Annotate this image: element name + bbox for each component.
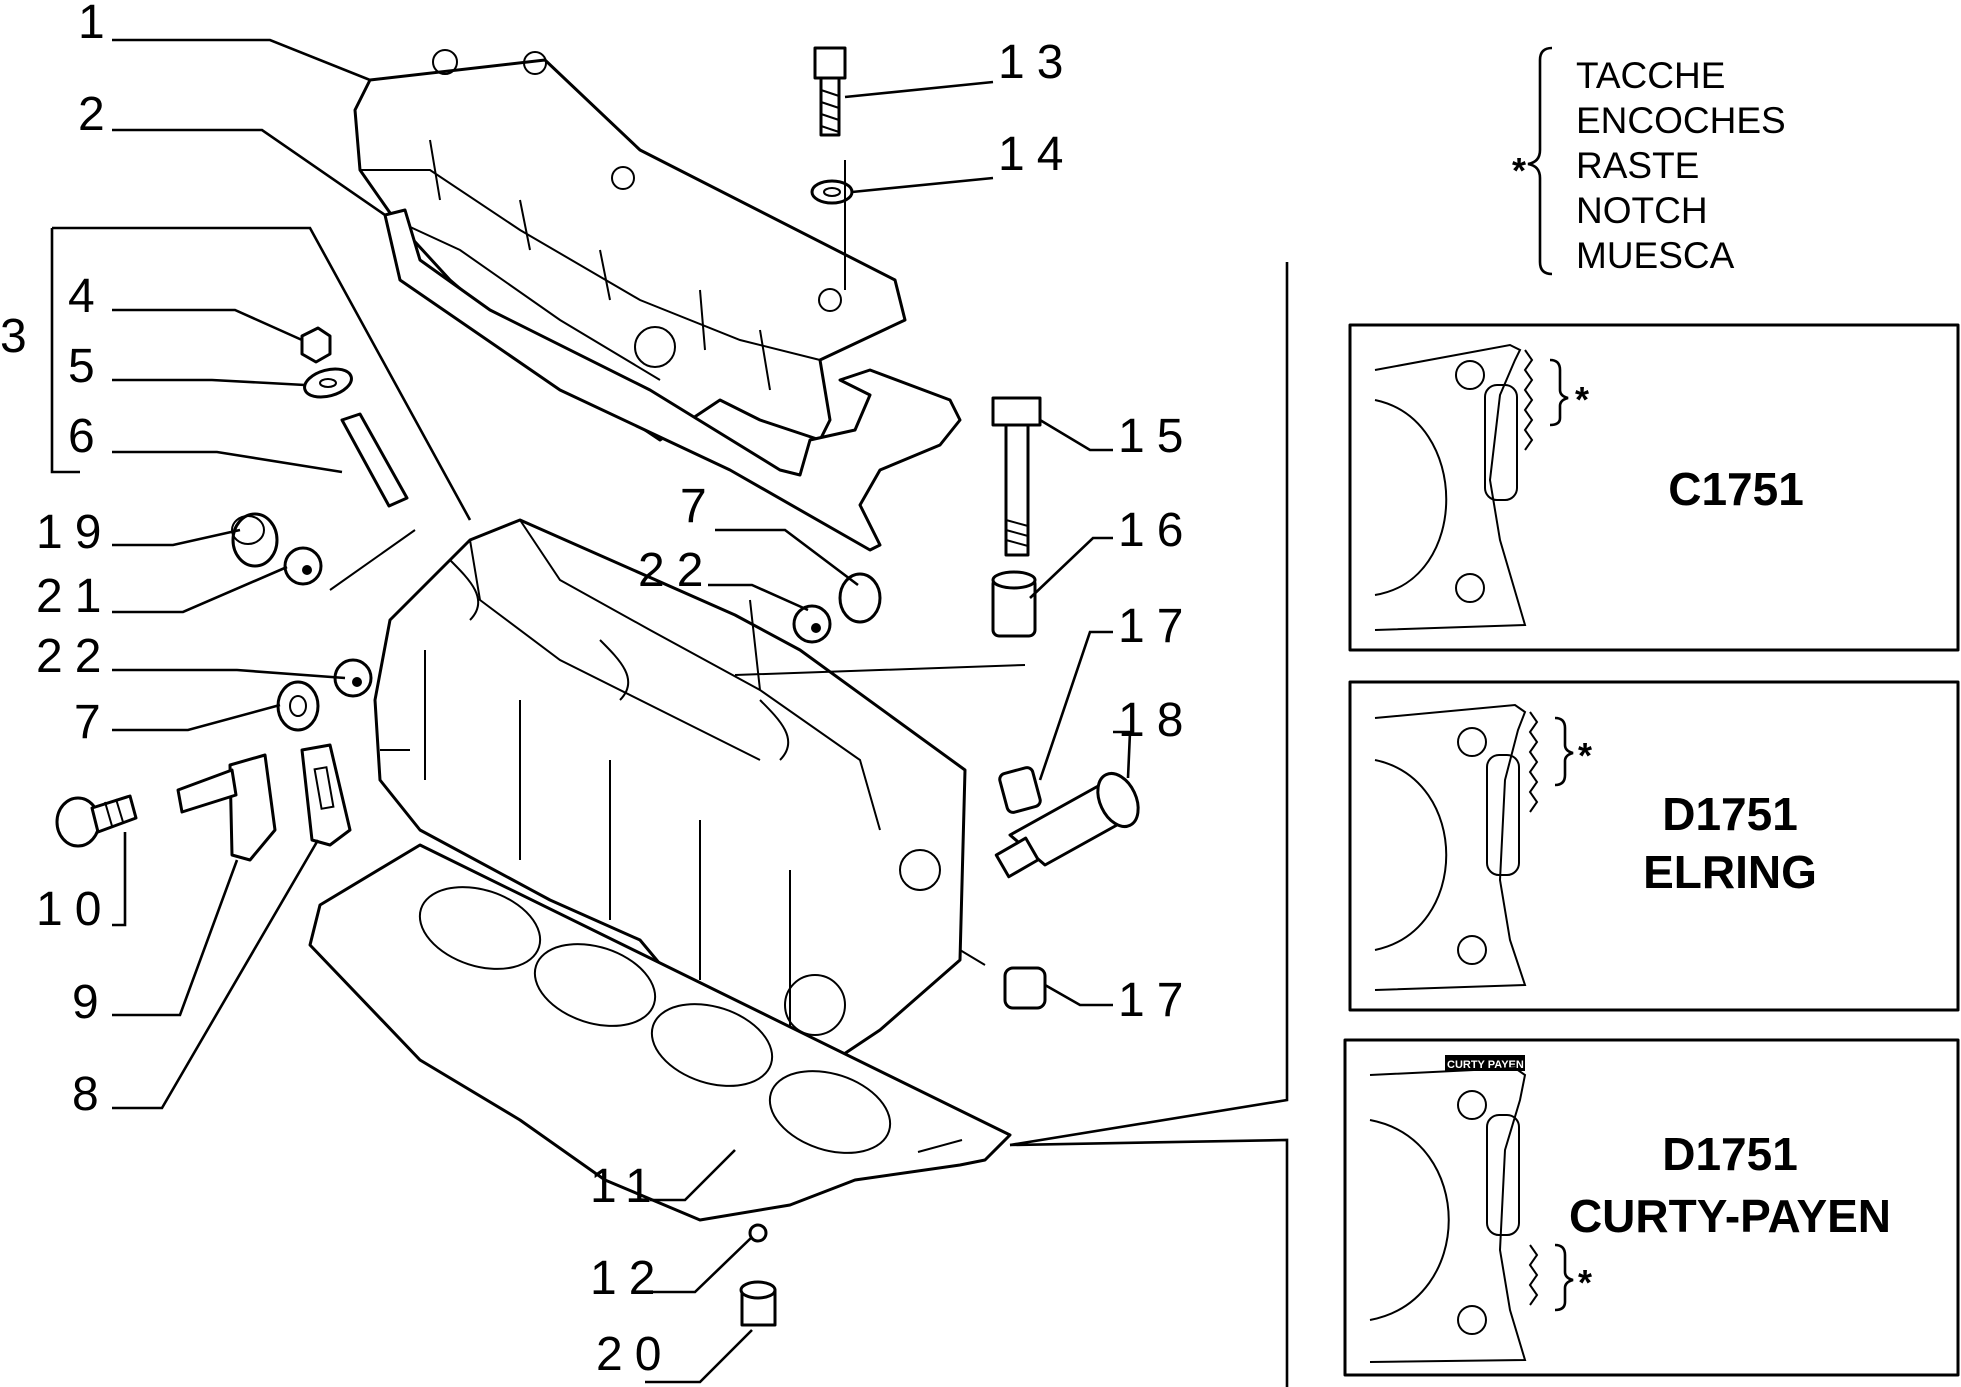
callout-3: 3 [0, 310, 39, 363]
stud-6 [340, 412, 409, 508]
callout-7-lower: 7 [74, 696, 113, 749]
legend-term-raste: RASTE [1576, 145, 1699, 186]
plug-17-upper [998, 766, 1042, 814]
bracket-9 [176, 753, 277, 862]
variant-2-brand: ELRING [1643, 846, 1817, 898]
legend-term-tacche: TACCHE [1576, 55, 1725, 96]
cap-22-right [792, 604, 832, 644]
callout-9: 9 [72, 976, 111, 1029]
seal-7-right [838, 572, 882, 624]
plate-8 [300, 743, 352, 847]
leader-lines [50, 38, 1289, 1387]
head-gasket [308, 843, 1012, 1222]
variant-3-code: D1751 [1662, 1128, 1798, 1180]
variant-1-code: C1751 [1668, 463, 1804, 515]
callout-20: 20 [596, 1328, 673, 1381]
stud-nut-4 [300, 326, 332, 364]
callout-13: 13 [998, 36, 1075, 89]
callout-11: 11 [590, 1160, 664, 1213]
callout-14: 14 [998, 128, 1075, 181]
callout-8: 8 [72, 1068, 111, 1121]
bushing-20 [739, 1280, 777, 1327]
legend-term-notch: NOTCH [1576, 190, 1708, 231]
callout-21: 21 [36, 570, 113, 623]
callout-1: 1 [78, 0, 117, 49]
bolt-15 [991, 396, 1042, 557]
variant-panel-c1751: * C1751 [1348, 323, 1960, 652]
callout-2: 2 [78, 88, 117, 141]
callout-4: 4 [68, 270, 107, 323]
variant-1-marker: * [1575, 379, 1589, 420]
sleeve-16 [991, 570, 1037, 638]
callout-22-upper: 22 [638, 544, 715, 597]
callout-10: 10 [36, 883, 113, 936]
ring-12 [748, 1223, 768, 1243]
cylinder-head-cover [353, 49, 907, 442]
callout-12: 12 [590, 1252, 667, 1305]
callout-6: 6 [68, 410, 107, 463]
notch-legend: * TACCHE ENCOCHES RASTE NOTCH MUESCA [1512, 46, 1786, 276]
washer-14 [810, 179, 854, 205]
variant-panel-d1751-curty-payen: CURTY PAYEN * D1751 CURTY-PAYEN [1343, 1038, 1960, 1377]
callout-5: 5 [68, 340, 107, 393]
washer-5 [303, 367, 353, 399]
legend-term-encoches: ENCOCHES [1576, 100, 1786, 141]
callout-17-upper: 17 [1118, 600, 1195, 653]
callout-17-lower: 17 [1118, 974, 1195, 1027]
seal-7-left [276, 680, 320, 732]
screw-10 [55, 794, 138, 848]
sensor-18 [994, 772, 1140, 879]
variant-2-code: D1751 [1662, 788, 1798, 840]
callout-19: 19 [36, 506, 113, 559]
variant-3-brand: CURTY-PAYEN [1569, 1190, 1891, 1242]
callout-22-lower: 22 [36, 630, 113, 683]
callout-numbers: 1 2 3 4 5 6 7 19 21 22 22 7 10 9 8 11 12… [0, 0, 1195, 1381]
callout-7-upper: 7 [680, 480, 719, 533]
bolt-13 [813, 46, 847, 137]
cap-21 [283, 546, 323, 586]
callout-16: 16 [1118, 504, 1195, 557]
plug-19 [231, 512, 279, 568]
variant-2-marker: * [1578, 735, 1592, 776]
legend-marker: * [1512, 150, 1526, 191]
plug-17-lower [1003, 966, 1047, 1010]
legend-term-muesca: MUESCA [1576, 235, 1735, 276]
cap-22-left [333, 658, 373, 698]
callout-18: 18 [1118, 694, 1195, 747]
variant-3-marker: * [1578, 1262, 1592, 1303]
variant-panel-d1751-elring: * D1751 ELRING [1348, 680, 1960, 1012]
callout-15: 15 [1118, 410, 1195, 463]
rocker-cover-gasket [383, 208, 962, 552]
